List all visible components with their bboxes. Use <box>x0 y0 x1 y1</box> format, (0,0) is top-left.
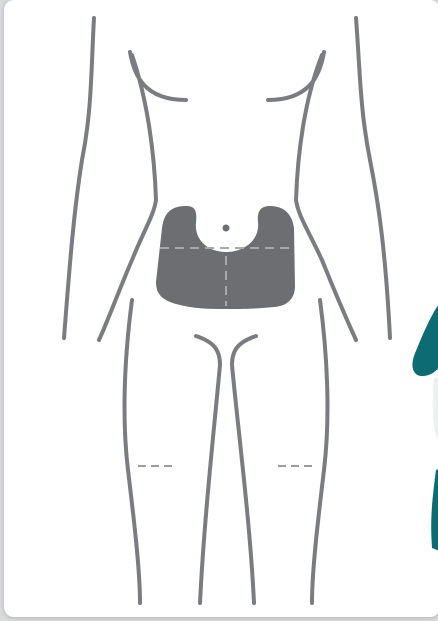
clinician-figure-partial <box>412 300 438 552</box>
left-chest-curve <box>130 52 186 100</box>
body-outline-figure <box>4 0 438 617</box>
clinician-arm <box>433 376 438 439</box>
torso-right-outline <box>356 18 390 338</box>
diagram-card <box>4 0 438 617</box>
torso-left-outline <box>64 18 94 338</box>
scrubs-shape <box>412 300 438 376</box>
left-leg-outer-outline <box>125 300 140 603</box>
right-leg-outer-outline <box>312 300 327 603</box>
scrubs-lower-shape <box>431 468 438 552</box>
left-leg-inner-outline <box>196 336 220 603</box>
right-arm-inner-line <box>296 55 356 340</box>
left-arm-inner-line <box>99 55 156 340</box>
right-leg-inner-outline <box>232 336 256 603</box>
navel-dot <box>223 225 230 232</box>
right-chest-curve <box>268 52 324 100</box>
